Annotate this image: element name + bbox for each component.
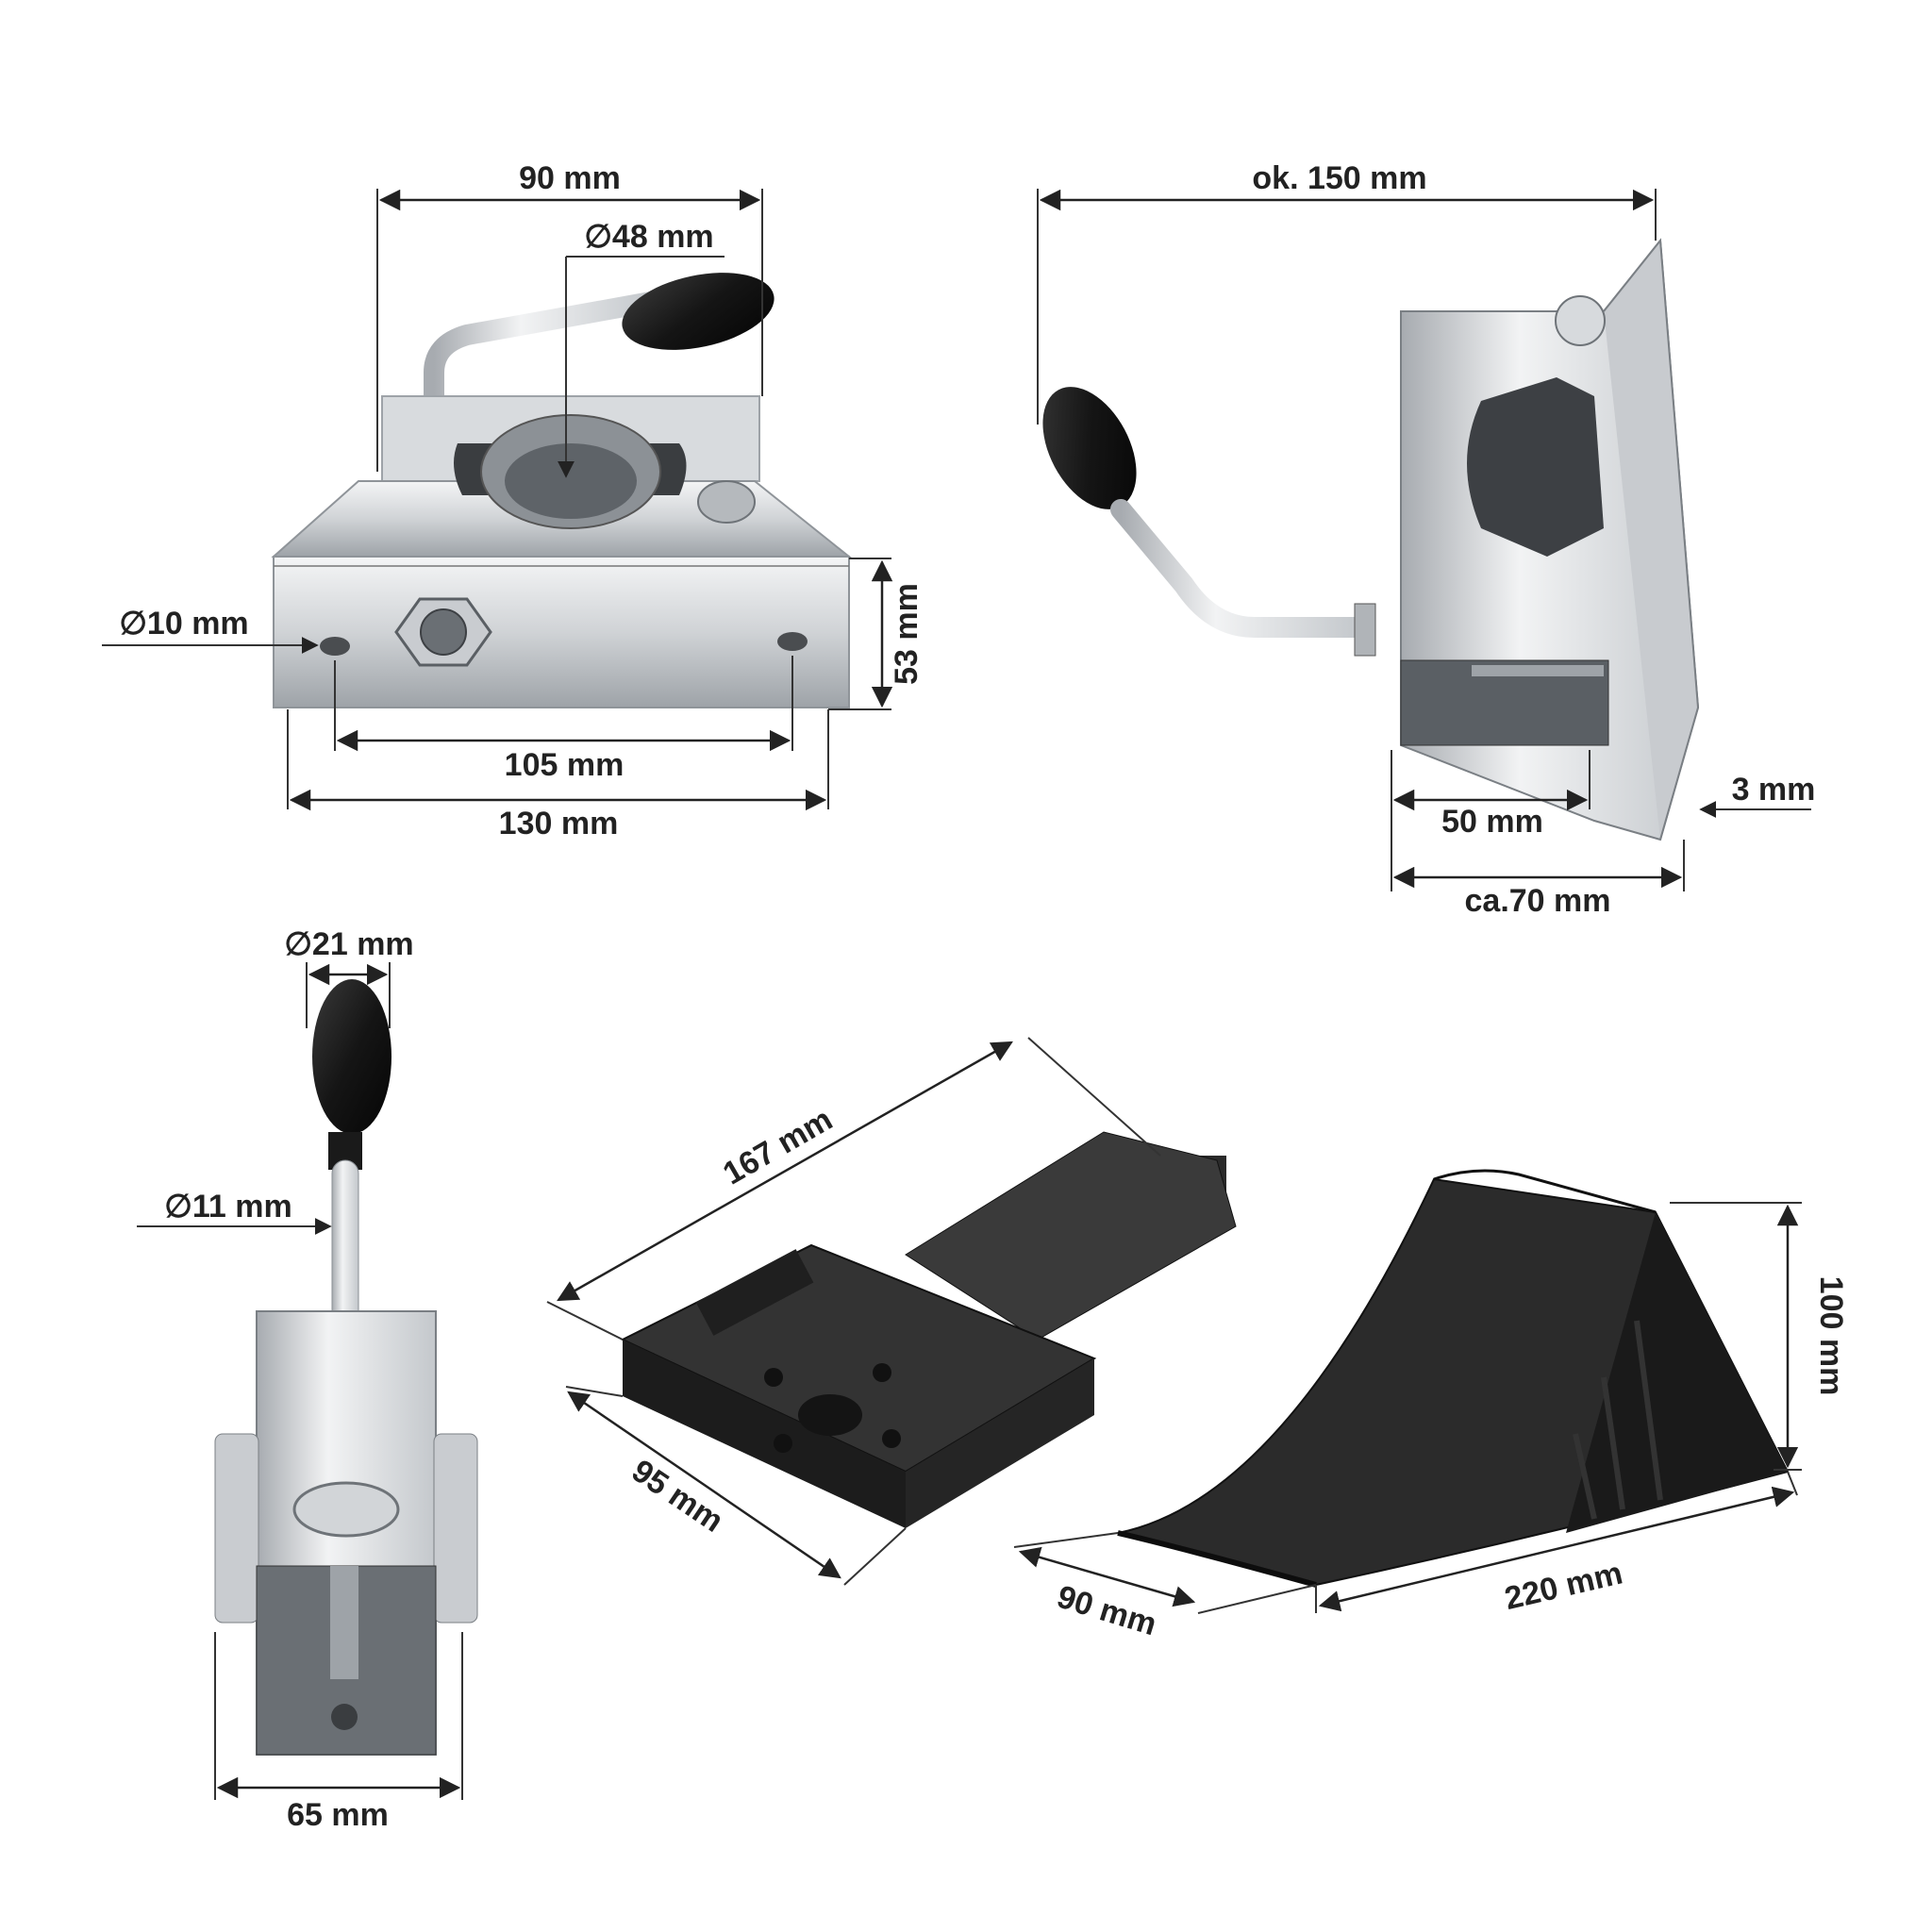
- clamp-rear-dimensions: ∅21 mm ∅11 mm 65 mm: [137, 926, 463, 1833]
- chock-side: [1566, 1212, 1788, 1533]
- holder-hole-3: [774, 1434, 792, 1453]
- side-washer: [1354, 603, 1376, 657]
- dim-opening: 50 mm: [1441, 804, 1543, 840]
- holder-hole-1: [764, 1368, 783, 1387]
- clamp-front-view: [271, 273, 852, 708]
- front-face: [273, 556, 850, 708]
- dim-thickness: 3 mm: [1732, 772, 1816, 808]
- dim-rod: ∅11 mm: [164, 1189, 291, 1224]
- side-handle-rod: [1110, 499, 1369, 638]
- rear-ear-right: [433, 1433, 478, 1624]
- dim-holder-length: 167 mm: [717, 1101, 839, 1191]
- dim-height: 53 mm: [889, 583, 924, 685]
- dim-width: 65 mm: [287, 1797, 389, 1833]
- bore-inner: [505, 443, 637, 519]
- side-bolt: [1555, 295, 1606, 346]
- nut-bore: [420, 608, 467, 656]
- dim-hole: ∅10 mm: [119, 606, 248, 641]
- holder-hole-4: [882, 1429, 901, 1448]
- clamp-side-dimensions: ok. 150 mm 3 mm 50 mm ca.70 mm: [1037, 160, 1816, 919]
- clamp-front-dimensions: 90 mm ∅48 mm ∅10 mm 53 mm 105 mm 130 mm: [102, 160, 924, 841]
- mount-hole-right: [777, 632, 808, 651]
- clamp-rear-view: [214, 979, 478, 1756]
- rear-knob: [312, 979, 391, 1134]
- holder-side-edge: [906, 1358, 1094, 1528]
- chock-holder-view: [620, 1131, 1237, 1528]
- holder-center-boss: [798, 1394, 862, 1436]
- side-knob: [1042, 387, 1137, 509]
- dim-base-width: 130 mm: [499, 806, 619, 841]
- handle-rod: [424, 291, 661, 407]
- dim-depth: ca.70 mm: [1465, 883, 1611, 919]
- dim-knob: ∅21 mm: [284, 926, 413, 962]
- dim-hole-spacing: 105 mm: [505, 747, 625, 783]
- top-bolt: [697, 480, 756, 524]
- dim-chock-height: 100 mm: [1813, 1276, 1849, 1396]
- handle-knob: [622, 273, 774, 350]
- clamp-side-view: [1042, 238, 1700, 841]
- holder-hole-2: [873, 1363, 891, 1382]
- rear-ear-left: [214, 1433, 259, 1624]
- dim-length: ok. 150 mm: [1252, 160, 1426, 196]
- rear-thread: [330, 1566, 358, 1679]
- dim-bore: ∅48 mm: [584, 219, 713, 255]
- rear-washer: [292, 1481, 400, 1538]
- dim-chock-length: 220 mm: [1502, 1556, 1626, 1618]
- wheel-chock-view: [1117, 1169, 1790, 1588]
- side-cutout: [1467, 377, 1604, 557]
- rear-hole: [331, 1704, 358, 1730]
- mount-hole-left: [320, 637, 350, 656]
- side-thread: [1472, 665, 1604, 676]
- dim-width-top: 90 mm: [519, 160, 621, 196]
